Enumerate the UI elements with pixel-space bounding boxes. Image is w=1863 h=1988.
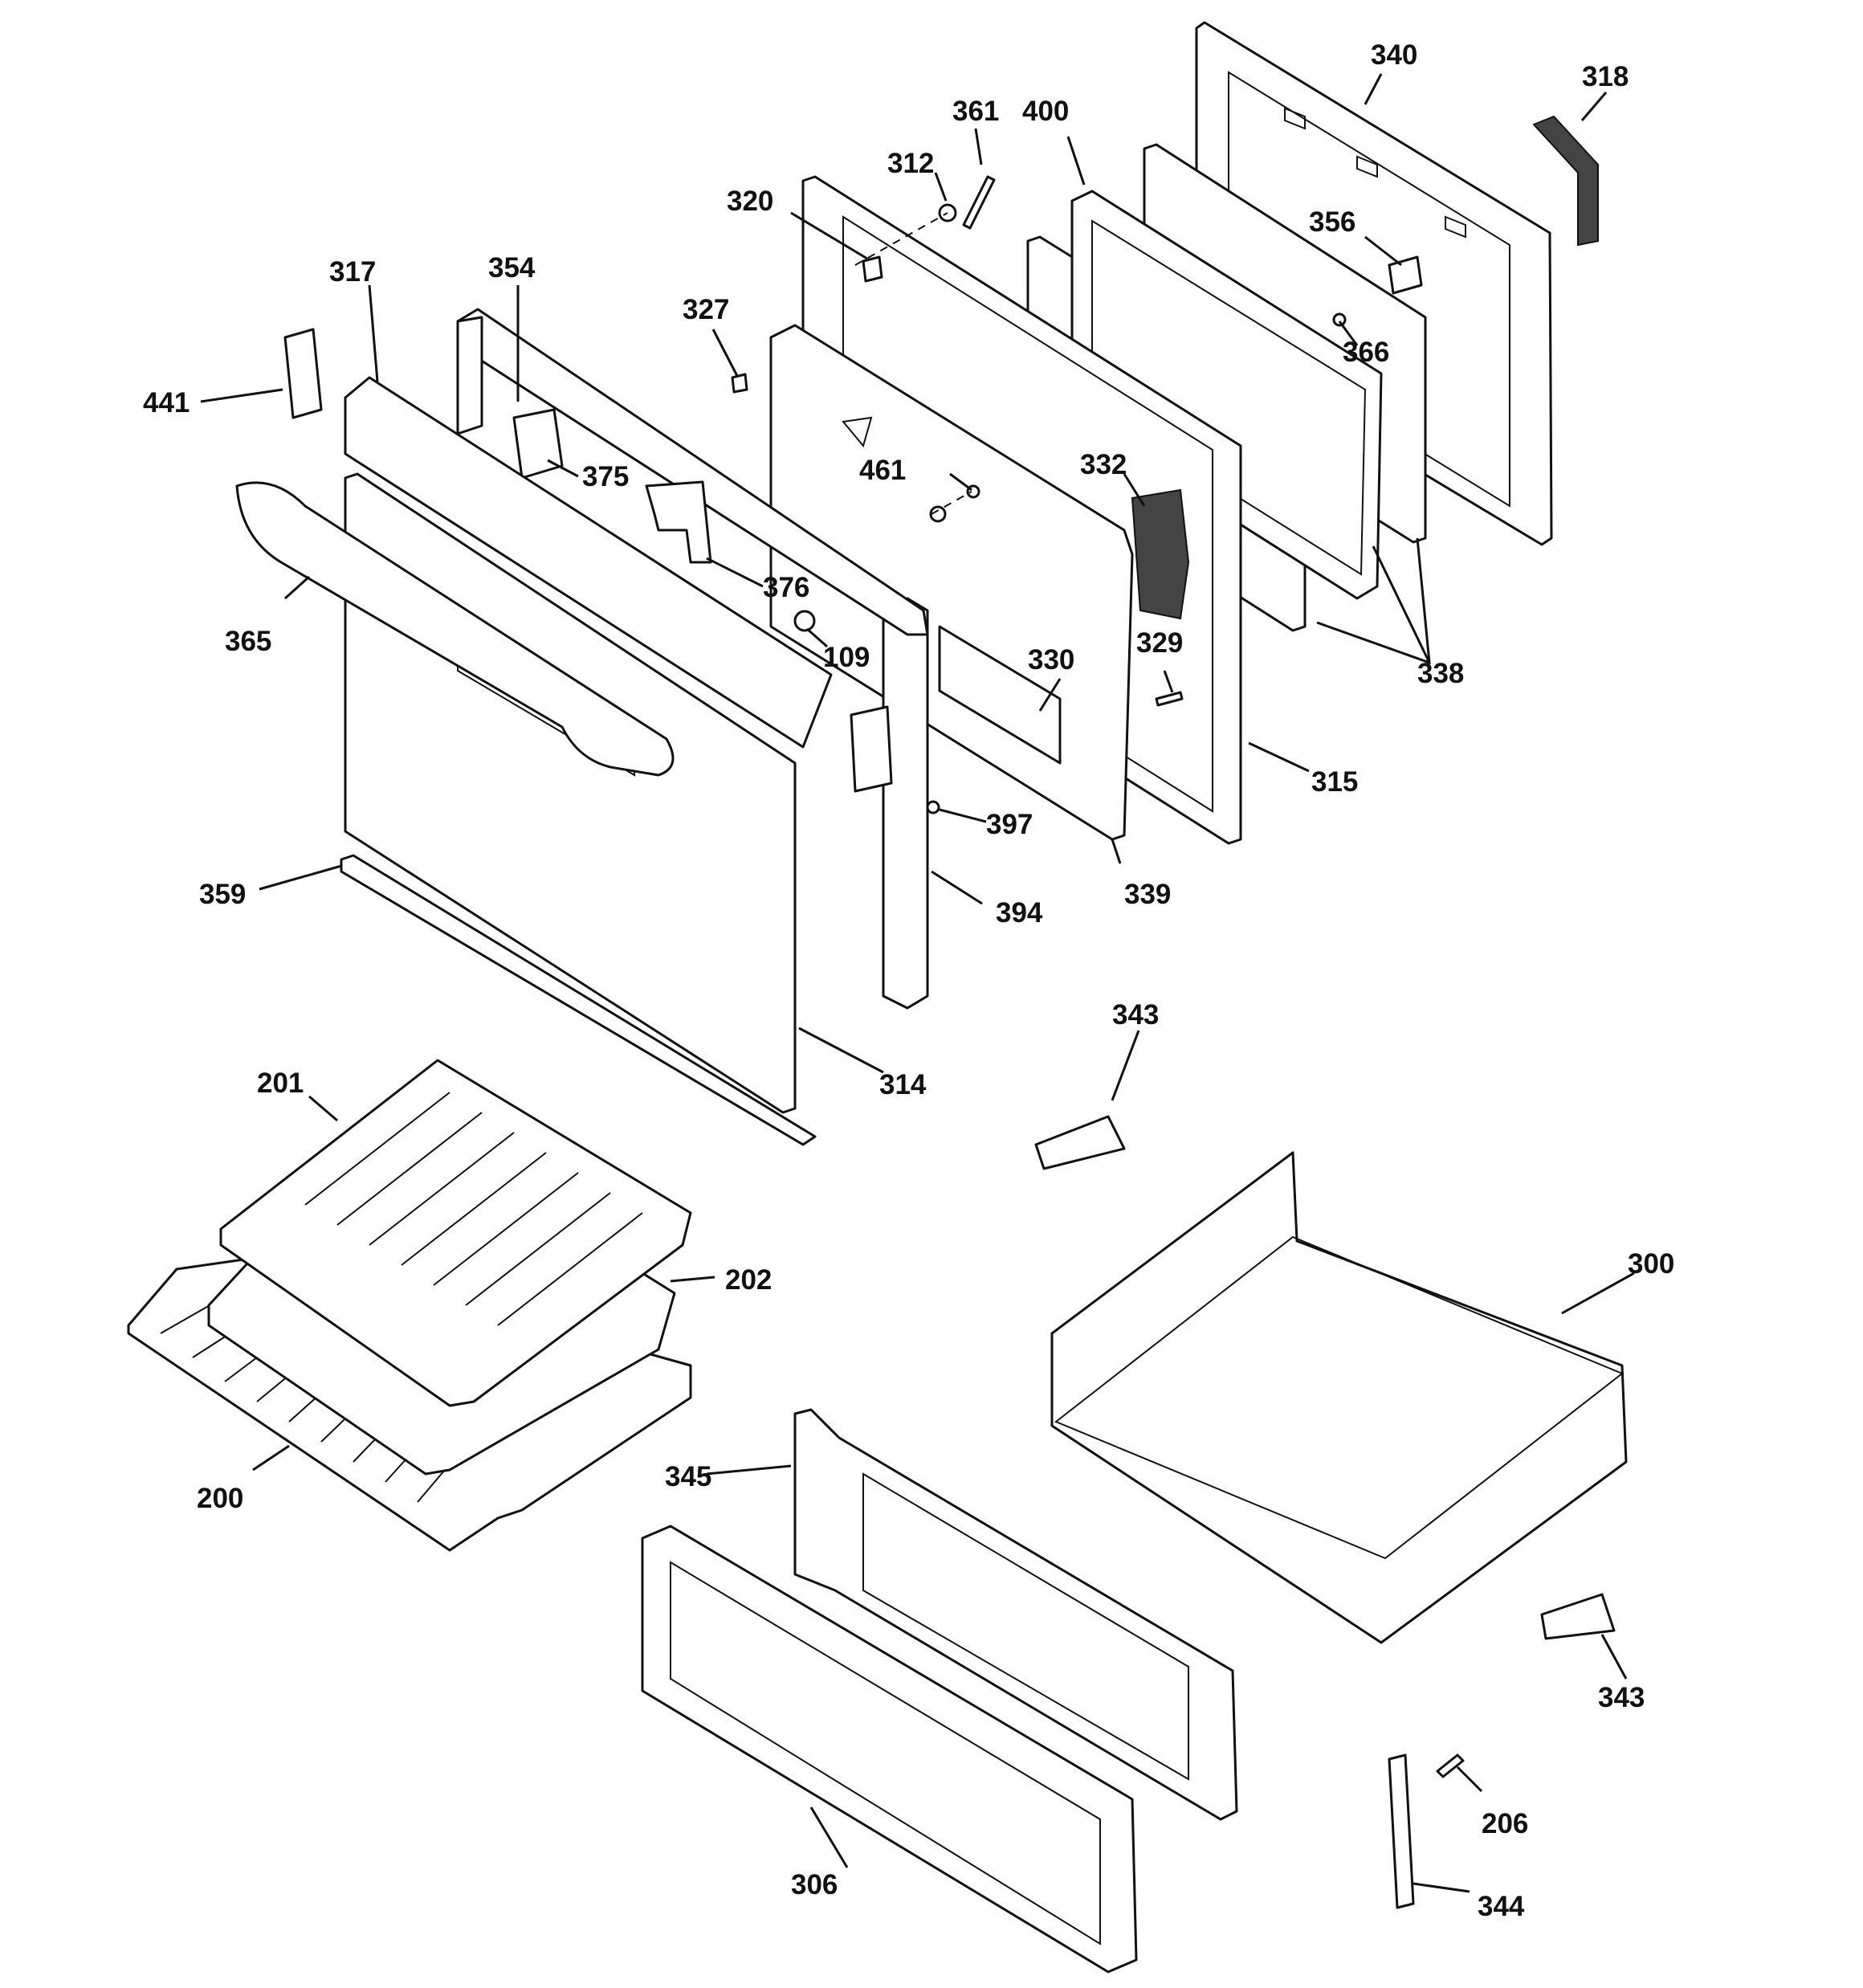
callout-330: 330 xyxy=(1028,644,1074,676)
callout-109: 109 xyxy=(823,642,870,673)
callout-338: 338 xyxy=(1417,658,1464,689)
callout-202: 202 xyxy=(725,1264,772,1296)
part-366-screw xyxy=(1332,312,1347,327)
callout-317: 317 xyxy=(329,256,376,288)
callout-339: 339 xyxy=(1124,879,1171,910)
callout-343-top: 343 xyxy=(1112,999,1159,1031)
callout-356: 356 xyxy=(1309,206,1355,238)
callout-306: 306 xyxy=(791,1869,838,1900)
callout-354: 354 xyxy=(488,252,536,284)
callout-400: 400 xyxy=(1022,96,1069,127)
callout-359: 359 xyxy=(199,879,246,910)
callout-394: 394 xyxy=(996,897,1043,929)
callout-397: 397 xyxy=(986,809,1033,840)
part-345-drawer-inner-panel xyxy=(793,1408,1238,1821)
callout-361: 361 xyxy=(952,96,999,127)
callout-201: 201 xyxy=(257,1067,304,1099)
part-365-door-handle xyxy=(235,481,675,777)
callout-206: 206 xyxy=(1482,1808,1528,1839)
part-343-drawer-slide-left xyxy=(1034,1115,1126,1170)
callout-315: 315 xyxy=(1311,766,1358,798)
part-356-bracket xyxy=(1388,255,1423,295)
part-359-lower-trim xyxy=(340,854,817,1146)
part-354-door-frame xyxy=(456,308,929,636)
part-332-insulation xyxy=(1131,488,1190,620)
callout-200: 200 xyxy=(197,1483,243,1514)
part-206-screw xyxy=(1436,1753,1465,1778)
callout-344: 344 xyxy=(1478,1891,1525,1922)
part-320-clip xyxy=(862,255,883,283)
part-397-screw xyxy=(926,800,940,814)
callout-320: 320 xyxy=(727,186,773,217)
callout-318: 318 xyxy=(1582,61,1629,92)
part-376-bracket xyxy=(645,480,712,564)
part-109-grommet xyxy=(793,610,816,632)
door-hinge-plate xyxy=(850,705,893,793)
callout-314: 314 xyxy=(879,1069,927,1100)
callout-345: 345 xyxy=(665,1461,711,1492)
part-441-hinge-receiver xyxy=(283,328,323,419)
part-306-drawer-front-panel xyxy=(641,1525,1138,1974)
part-317-upper-trim xyxy=(344,376,833,749)
leader-lines xyxy=(200,73,1635,1893)
part-300-drawer-box xyxy=(1050,1151,1628,1644)
callout-332: 332 xyxy=(1080,449,1127,480)
callout-376: 376 xyxy=(763,572,809,603)
part-361-screw xyxy=(962,175,996,230)
callout-461: 461 xyxy=(859,455,906,486)
part-201-broiler-pan-insert xyxy=(219,1059,692,1407)
callout-327: 327 xyxy=(683,294,729,325)
callout-312: 312 xyxy=(887,148,934,179)
callout-366: 366 xyxy=(1343,337,1389,368)
part-329-screw xyxy=(1155,691,1184,707)
part-327-clip xyxy=(731,373,748,394)
part-343-drawer-slide-right xyxy=(1540,1593,1616,1640)
callout-365: 365 xyxy=(225,626,271,657)
callout-343-bottom: 343 xyxy=(1598,1682,1645,1713)
callout-300: 300 xyxy=(1628,1248,1674,1280)
part-330-baffle xyxy=(938,625,1062,765)
callout-441: 441 xyxy=(143,387,190,418)
part-344-drawer-bracket xyxy=(1388,1753,1415,1909)
callout-375: 375 xyxy=(582,461,629,492)
callout-329: 329 xyxy=(1136,627,1183,659)
part-394-side-trim xyxy=(882,597,929,1010)
callout-340: 340 xyxy=(1371,39,1417,71)
part-375-hinge-bracket xyxy=(512,408,564,480)
part-318-door-gasket xyxy=(1532,115,1599,247)
